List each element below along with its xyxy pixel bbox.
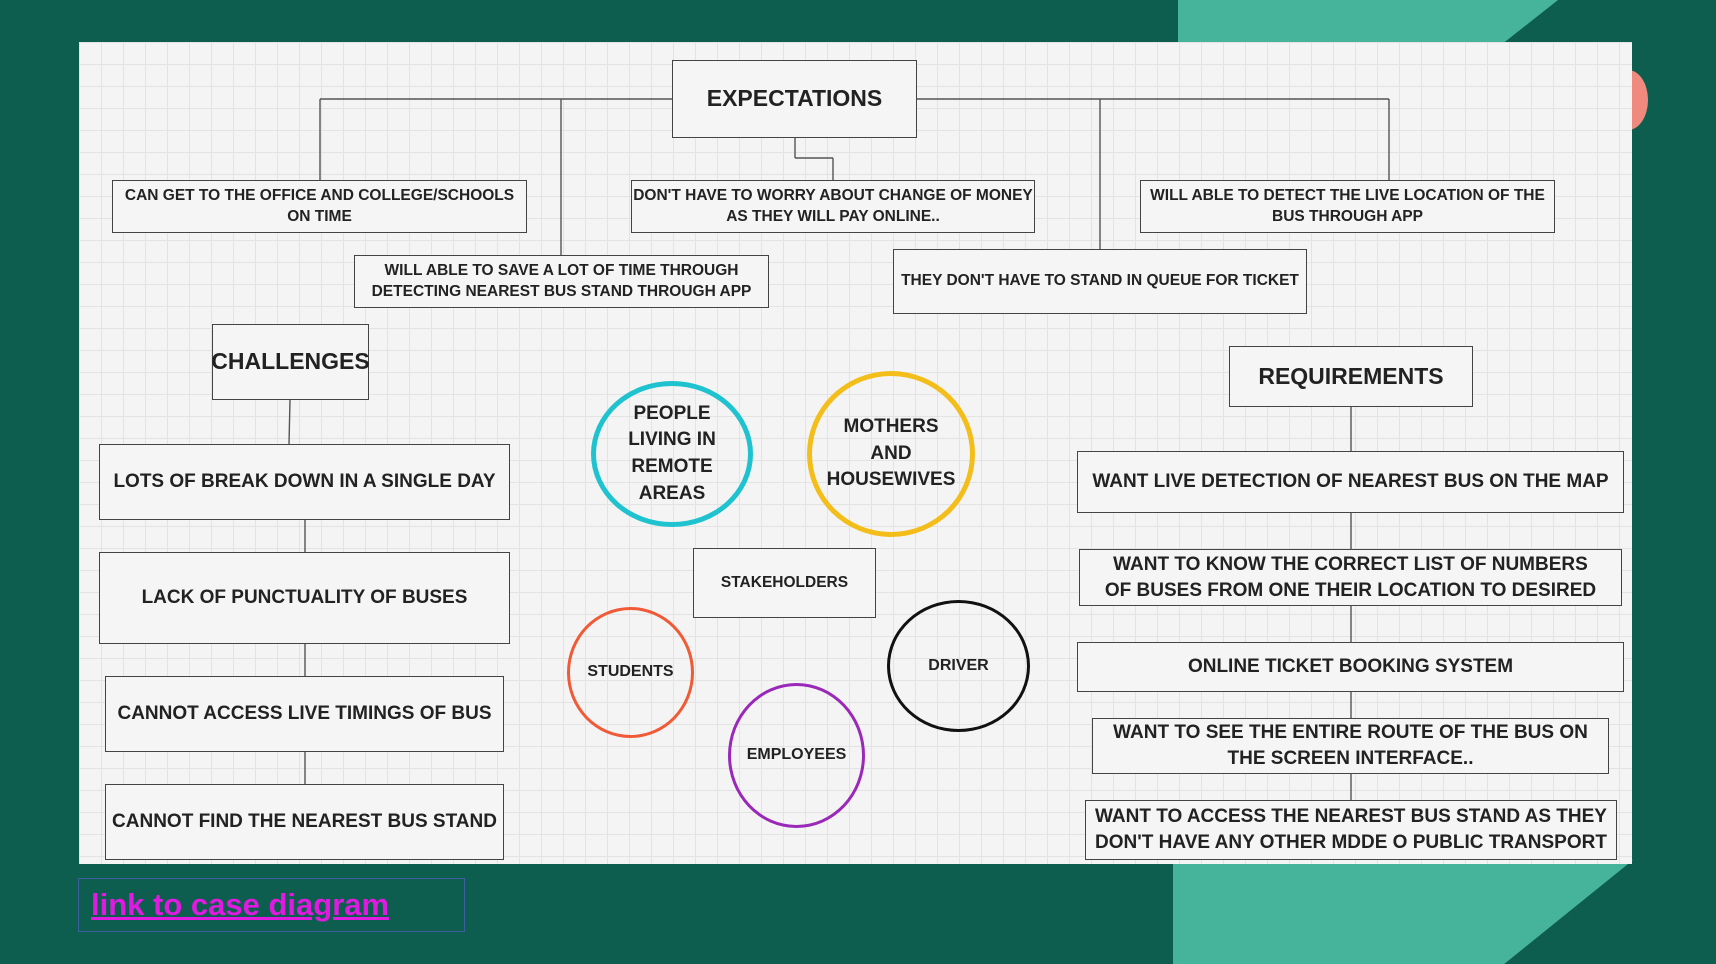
stakeholder-remote-areas: PEOPLE LIVING IN REMOTE AREAS xyxy=(591,381,753,527)
decorative-shape-bottom xyxy=(1173,860,1633,964)
challenge-live-timings: CANNOT ACCESS LIVE TIMINGS OF BUS xyxy=(105,676,504,752)
expectation-save-time: WILL ABLE TO SAVE A LOT OF TIME THROUGH … xyxy=(354,255,769,308)
requirement-live-detection: WANT LIVE DETECTION OF NEAREST BUS ON TH… xyxy=(1077,451,1624,513)
requirement-nearest-stand: WANT TO ACCESS THE NEAREST BUS STAND AS … xyxy=(1085,800,1617,860)
case-diagram-link[interactable]: link to case diagram xyxy=(91,887,390,922)
challenge-nearest-stand: CANNOT FIND THE NEAREST BUS STAND xyxy=(105,784,504,860)
challenge-punctuality: LACK OF PUNCTUALITY OF BUSES xyxy=(99,552,510,644)
challenges-title: CHALLENGES xyxy=(211,324,370,400)
stakeholder-mothers-housewives: MOTHERS AND HOUSEWIVES xyxy=(807,371,975,537)
stakeholder-students: STUDENTS xyxy=(567,607,694,738)
expectations-title: EXPECTATIONS xyxy=(672,60,917,138)
requirement-entire-route: WANT TO SEE THE ENTIRE ROUTE OF THE BUS … xyxy=(1092,718,1609,774)
expectation-live-location: WILL ABLE TO DETECT THE LIVE LOCATION OF… xyxy=(1140,180,1555,233)
connector-lines xyxy=(288,98,1390,800)
case-diagram-link-box: link to case diagram xyxy=(78,878,465,932)
expectation-no-queue: THEY DON'T HAVE TO STAND IN QUEUE FOR TI… xyxy=(893,249,1307,314)
challenge-breakdowns: LOTS OF BREAK DOWN IN A SINGLE DAY xyxy=(99,444,510,520)
requirements-title: REQUIREMENTS xyxy=(1229,346,1473,407)
expectation-pay-online: DON'T HAVE TO WORRY ABOUT CHANGE OF MONE… xyxy=(631,180,1035,233)
requirement-bus-numbers: WANT TO KNOW THE CORRECT LIST OF NUMBERS… xyxy=(1079,549,1622,606)
stakeholders-title: STAKEHOLDERS xyxy=(693,548,876,618)
stakeholder-driver: DRIVER xyxy=(887,600,1030,732)
requirement-online-booking: ONLINE TICKET BOOKING SYSTEM xyxy=(1077,642,1624,692)
diagram-canvas: EXPECTATIONS CAN GET TO THE OFFICE AND C… xyxy=(79,42,1632,864)
stakeholder-employees: EMPLOYEES xyxy=(728,683,865,828)
expectation-on-time: CAN GET TO THE OFFICE AND COLLEGE/SCHOOL… xyxy=(112,180,527,233)
